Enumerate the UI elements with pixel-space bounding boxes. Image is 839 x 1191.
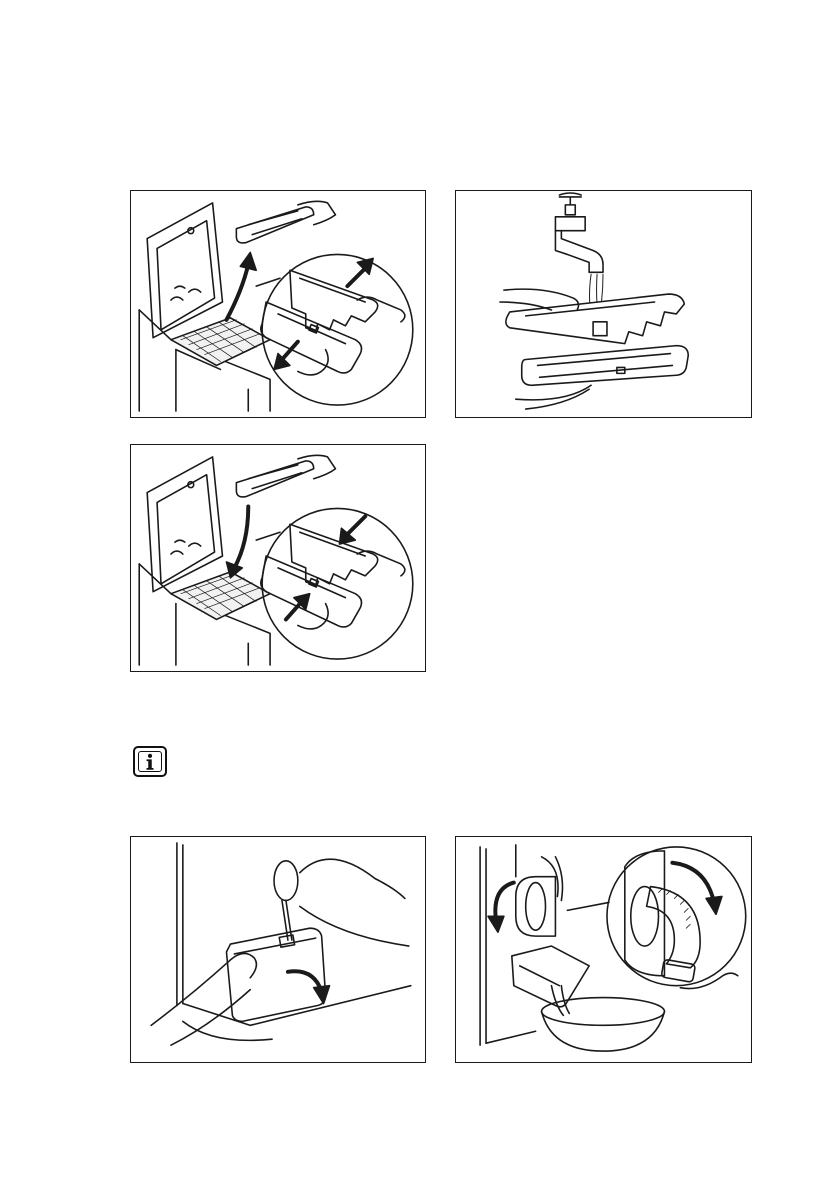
refit-dispenser-illustration <box>130 444 426 672</box>
drain-pump-filter-illustration <box>455 836 752 1063</box>
open-pump-flap-illustration <box>130 836 426 1063</box>
remove-dispenser-illustration <box>130 190 426 418</box>
info-icon <box>133 746 167 777</box>
rinse-dispenser-under-tap-illustration <box>455 190 752 418</box>
